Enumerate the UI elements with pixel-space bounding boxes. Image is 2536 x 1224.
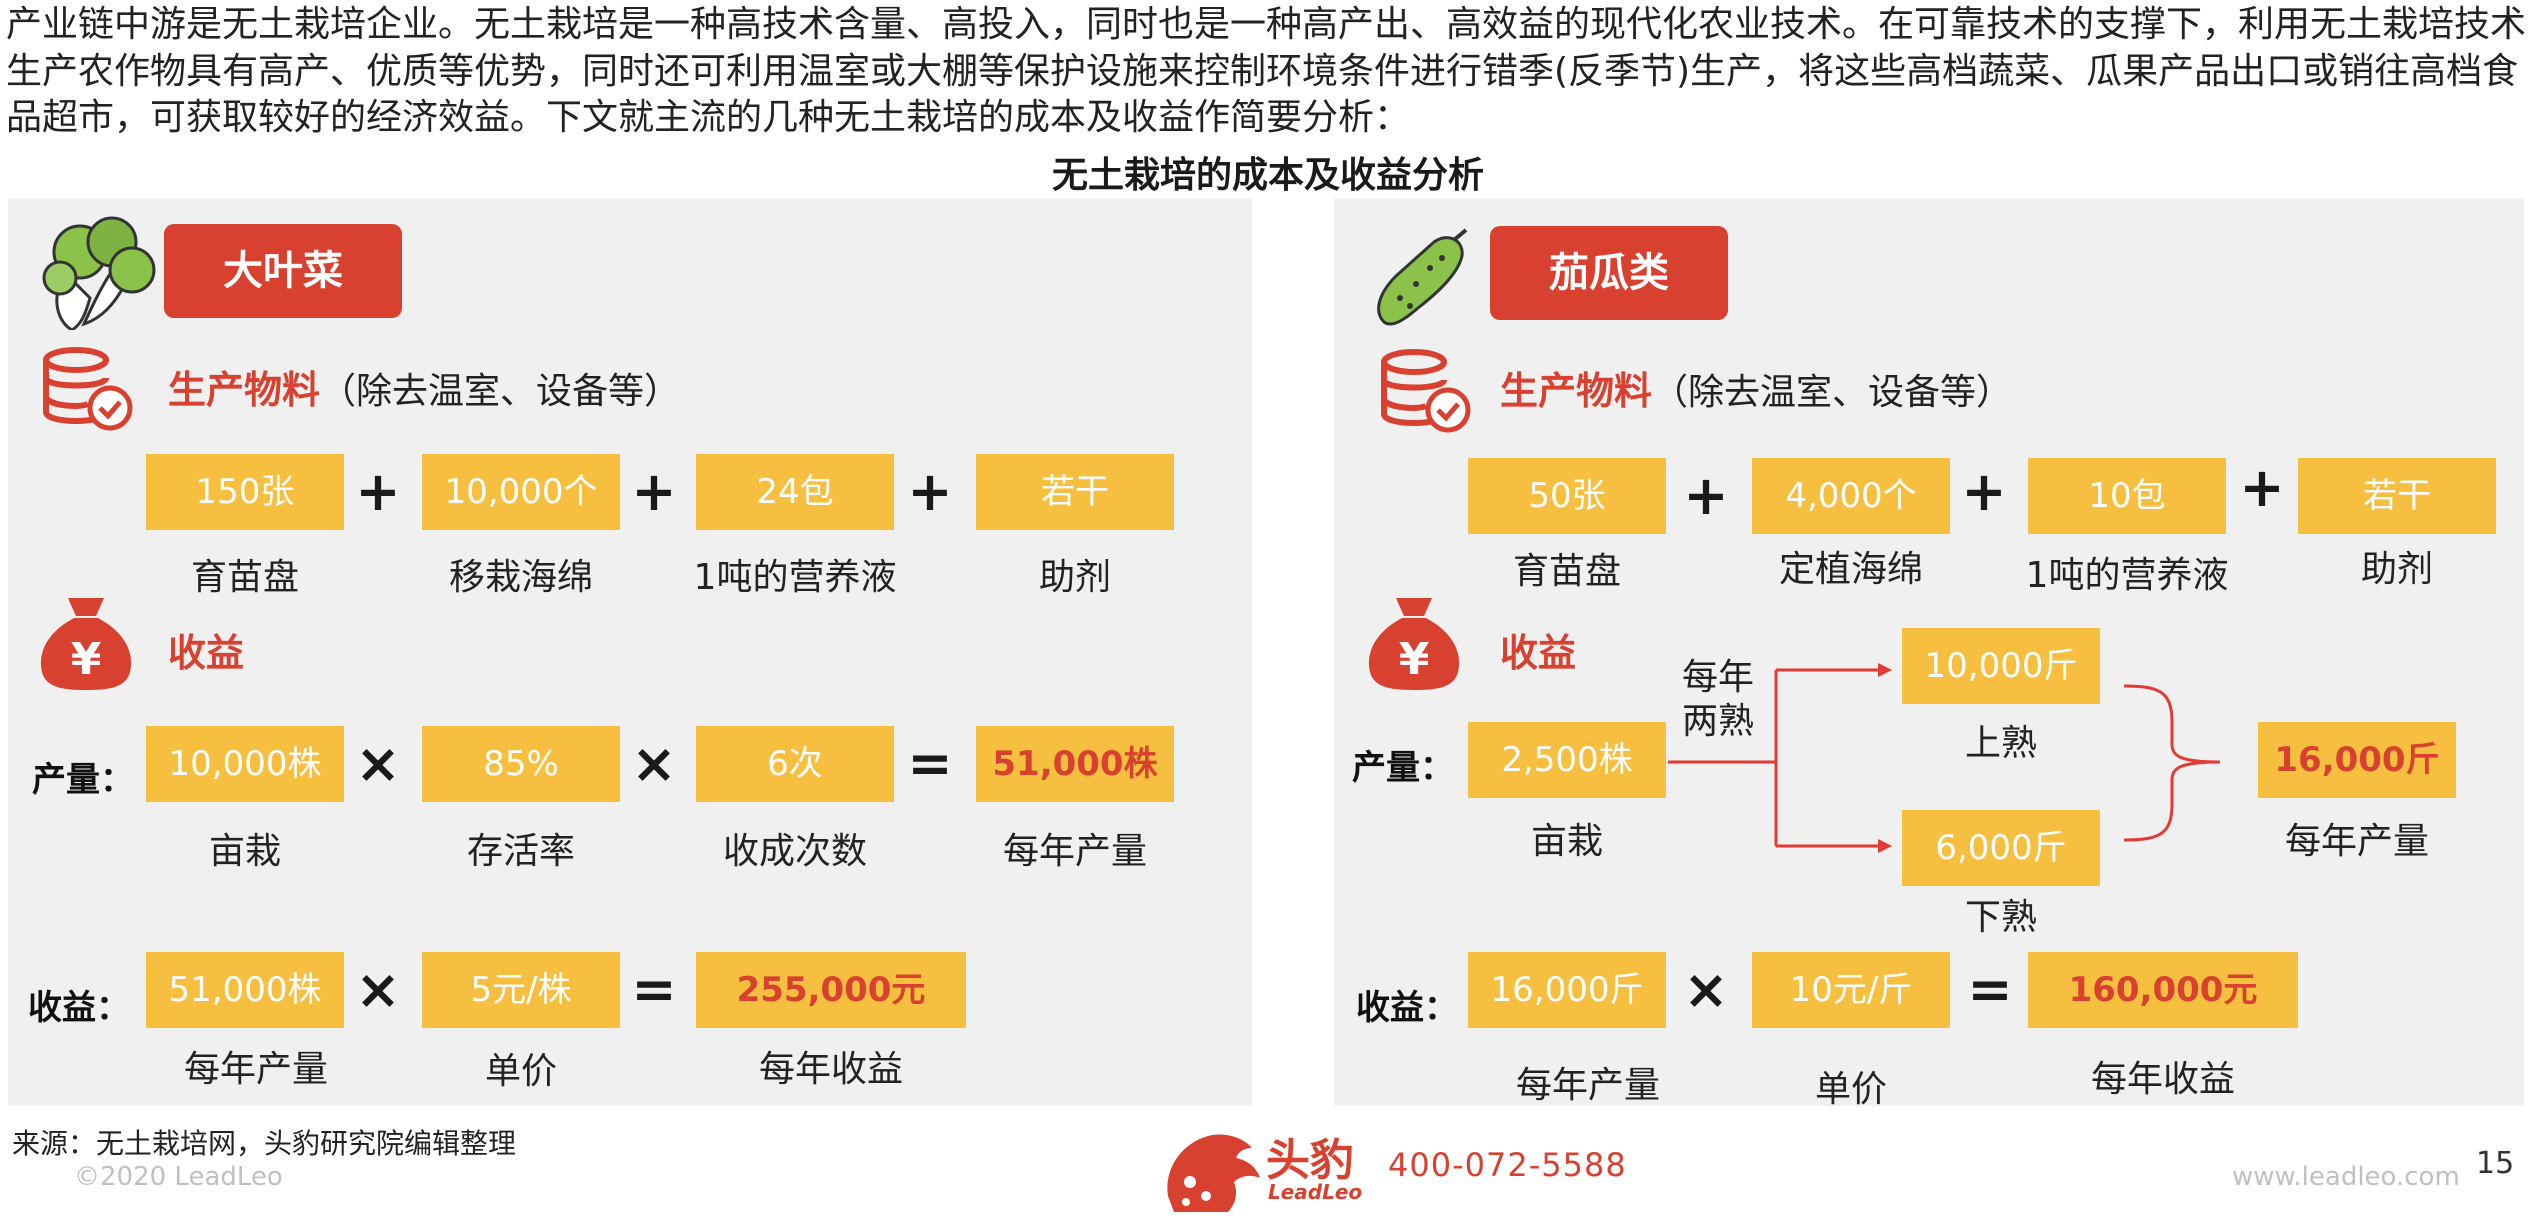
- yield-value: 6次: [696, 726, 894, 802]
- revenue-value: 16,000斤: [1468, 952, 1666, 1028]
- material-value: 24包: [696, 454, 894, 530]
- copyright: ©2020 LeadLeo: [74, 1162, 283, 1192]
- material-label: 1吨的营养液: [2025, 555, 2229, 596]
- materials-heading-right: 生产物料（除去温室、设备等）: [1500, 366, 2012, 418]
- svg-text:¥: ¥: [71, 634, 102, 685]
- yield-label: 存活率: [466, 831, 575, 872]
- plus-operator: +: [355, 460, 401, 523]
- twice-yearly-note: 每年两熟: [1668, 656, 1768, 744]
- plus-operator: +: [1683, 464, 1729, 527]
- leopard-logo-icon: [1167, 1134, 1260, 1212]
- times-operator: ×: [631, 732, 677, 795]
- material-label: 定植海绵: [1778, 549, 1923, 590]
- database-check-icon: [1381, 349, 1471, 433]
- revenue-label: 每年收益: [758, 1049, 903, 1090]
- money-bag-icon: ¥: [1368, 598, 1460, 690]
- materials-subtitle: （除去温室、设备等）: [320, 371, 681, 412]
- sum-brace: [2123, 684, 2221, 842]
- yield-label: 每年产量: [1002, 831, 1147, 872]
- yield-value: 85%: [422, 726, 620, 802]
- plant-count-value: 2,500株: [1468, 722, 1666, 798]
- intro-paragraph: 产业链中游是无土栽培企业。无土栽培是一种高技术含量、高投入，同时也是一种高产出、…: [6, 4, 2527, 138]
- materials-title: 生产物料: [1500, 369, 1653, 413]
- plant-count-label: 亩栽: [1530, 821, 1603, 862]
- revenue-row-label: 收益：: [28, 988, 130, 1028]
- brand-name-en: LeadLeo: [1268, 1180, 1363, 1204]
- leafy-vegetable-tag: 大叶菜: [164, 224, 402, 318]
- income-heading-right: 收益: [1500, 631, 1577, 675]
- material-value: 若干: [976, 454, 1174, 530]
- upper-harvest-label: 上熟: [1964, 723, 2037, 764]
- yield-row-label: 产量：: [1352, 748, 1454, 788]
- annual-revenue-result: 160,000元: [2028, 952, 2298, 1028]
- yield-row-label: 产量：: [32, 760, 134, 800]
- material-value: 若干: [2298, 458, 2496, 534]
- page-title: 无土栽培的成本及收益分析: [1051, 155, 1484, 196]
- svg-text:¥: ¥: [1399, 634, 1430, 685]
- material-value: 150张: [146, 454, 344, 530]
- material-value: 50张: [1468, 458, 1666, 534]
- revenue-label: 单价: [1814, 1069, 1887, 1110]
- revenue-value: 5元/株: [422, 952, 620, 1028]
- material-label: 助剂: [2360, 549, 2433, 590]
- page-number: 15: [2476, 1146, 2515, 1181]
- database-check-icon: [43, 347, 133, 431]
- source-note: 来源：无土栽培网，头豹研究院编辑整理: [12, 1127, 517, 1160]
- material-label: 移栽海绵: [448, 557, 593, 598]
- twice-yearly-line-1: 每年: [1681, 657, 1754, 698]
- equals-operator: =: [631, 958, 677, 1021]
- equals-operator: =: [1967, 958, 2013, 1021]
- lower-harvest-value: 6,000斤: [1902, 810, 2100, 886]
- twice-yearly-line-2: 两熟: [1681, 701, 1754, 742]
- times-operator: ×: [355, 958, 401, 1021]
- revenue-value: 51,000株: [146, 952, 344, 1028]
- plus-operator: +: [907, 460, 953, 523]
- material-label: 育苗盘: [1512, 551, 1621, 592]
- times-operator: ×: [1683, 958, 1729, 1021]
- solanaceous-tag: 茄瓜类: [1490, 226, 1728, 320]
- plus-operator: +: [1961, 460, 2007, 523]
- yield-value: 10,000株: [146, 726, 344, 802]
- material-value: 4,000个: [1752, 458, 1950, 534]
- harvest-split-arrows: [1668, 663, 1892, 853]
- yield-label: 亩栽: [208, 831, 281, 872]
- annual-yield-label: 每年产量: [2284, 821, 2429, 862]
- annual-yield-result: 16,000斤: [2258, 722, 2456, 798]
- times-operator: ×: [355, 732, 401, 795]
- revenue-label: 每年收益: [2090, 1059, 2235, 1100]
- brand-name-cn: 头豹: [1266, 1135, 1354, 1186]
- plus-operator: +: [2239, 456, 2285, 519]
- website-link[interactable]: www.leadleo.com: [2232, 1162, 2460, 1192]
- material-label: 1吨的营养液: [693, 557, 897, 598]
- materials-heading-left: 生产物料（除去温室、设备等）: [168, 365, 680, 417]
- revenue-value: 10元/斤: [1752, 952, 1950, 1028]
- lower-harvest-label: 下熟: [1964, 897, 2037, 938]
- materials-subtitle: （除去温室、设备等）: [1652, 372, 2013, 413]
- annual-yield-result: 51,000株: [976, 726, 1174, 802]
- income-heading-left: 收益: [168, 631, 245, 675]
- equals-operator: =: [907, 732, 953, 795]
- material-label: 育苗盘: [190, 557, 299, 598]
- money-bag-icon: ¥: [40, 598, 132, 690]
- revenue-row-label: 收益：: [1356, 988, 1458, 1028]
- cabbage-icon: [42, 216, 156, 330]
- material-value: 10包: [2028, 458, 2226, 534]
- plus-operator: +: [631, 460, 677, 523]
- annual-revenue-result: 255,000元: [696, 952, 966, 1028]
- revenue-label: 每年产量: [1515, 1065, 1660, 1106]
- revenue-label: 单价: [484, 1051, 557, 1092]
- cucumber-icon: [1377, 228, 1468, 326]
- material-label: 助剂: [1038, 557, 1111, 598]
- materials-title: 生产物料: [168, 368, 321, 412]
- material-value: 10,000个: [422, 454, 620, 530]
- upper-harvest-value: 10,000斤: [1902, 628, 2100, 704]
- phone-number: 400-072-5588: [1388, 1146, 1627, 1184]
- revenue-label: 每年产量: [183, 1049, 328, 1090]
- yield-label: 收成次数: [722, 831, 867, 872]
